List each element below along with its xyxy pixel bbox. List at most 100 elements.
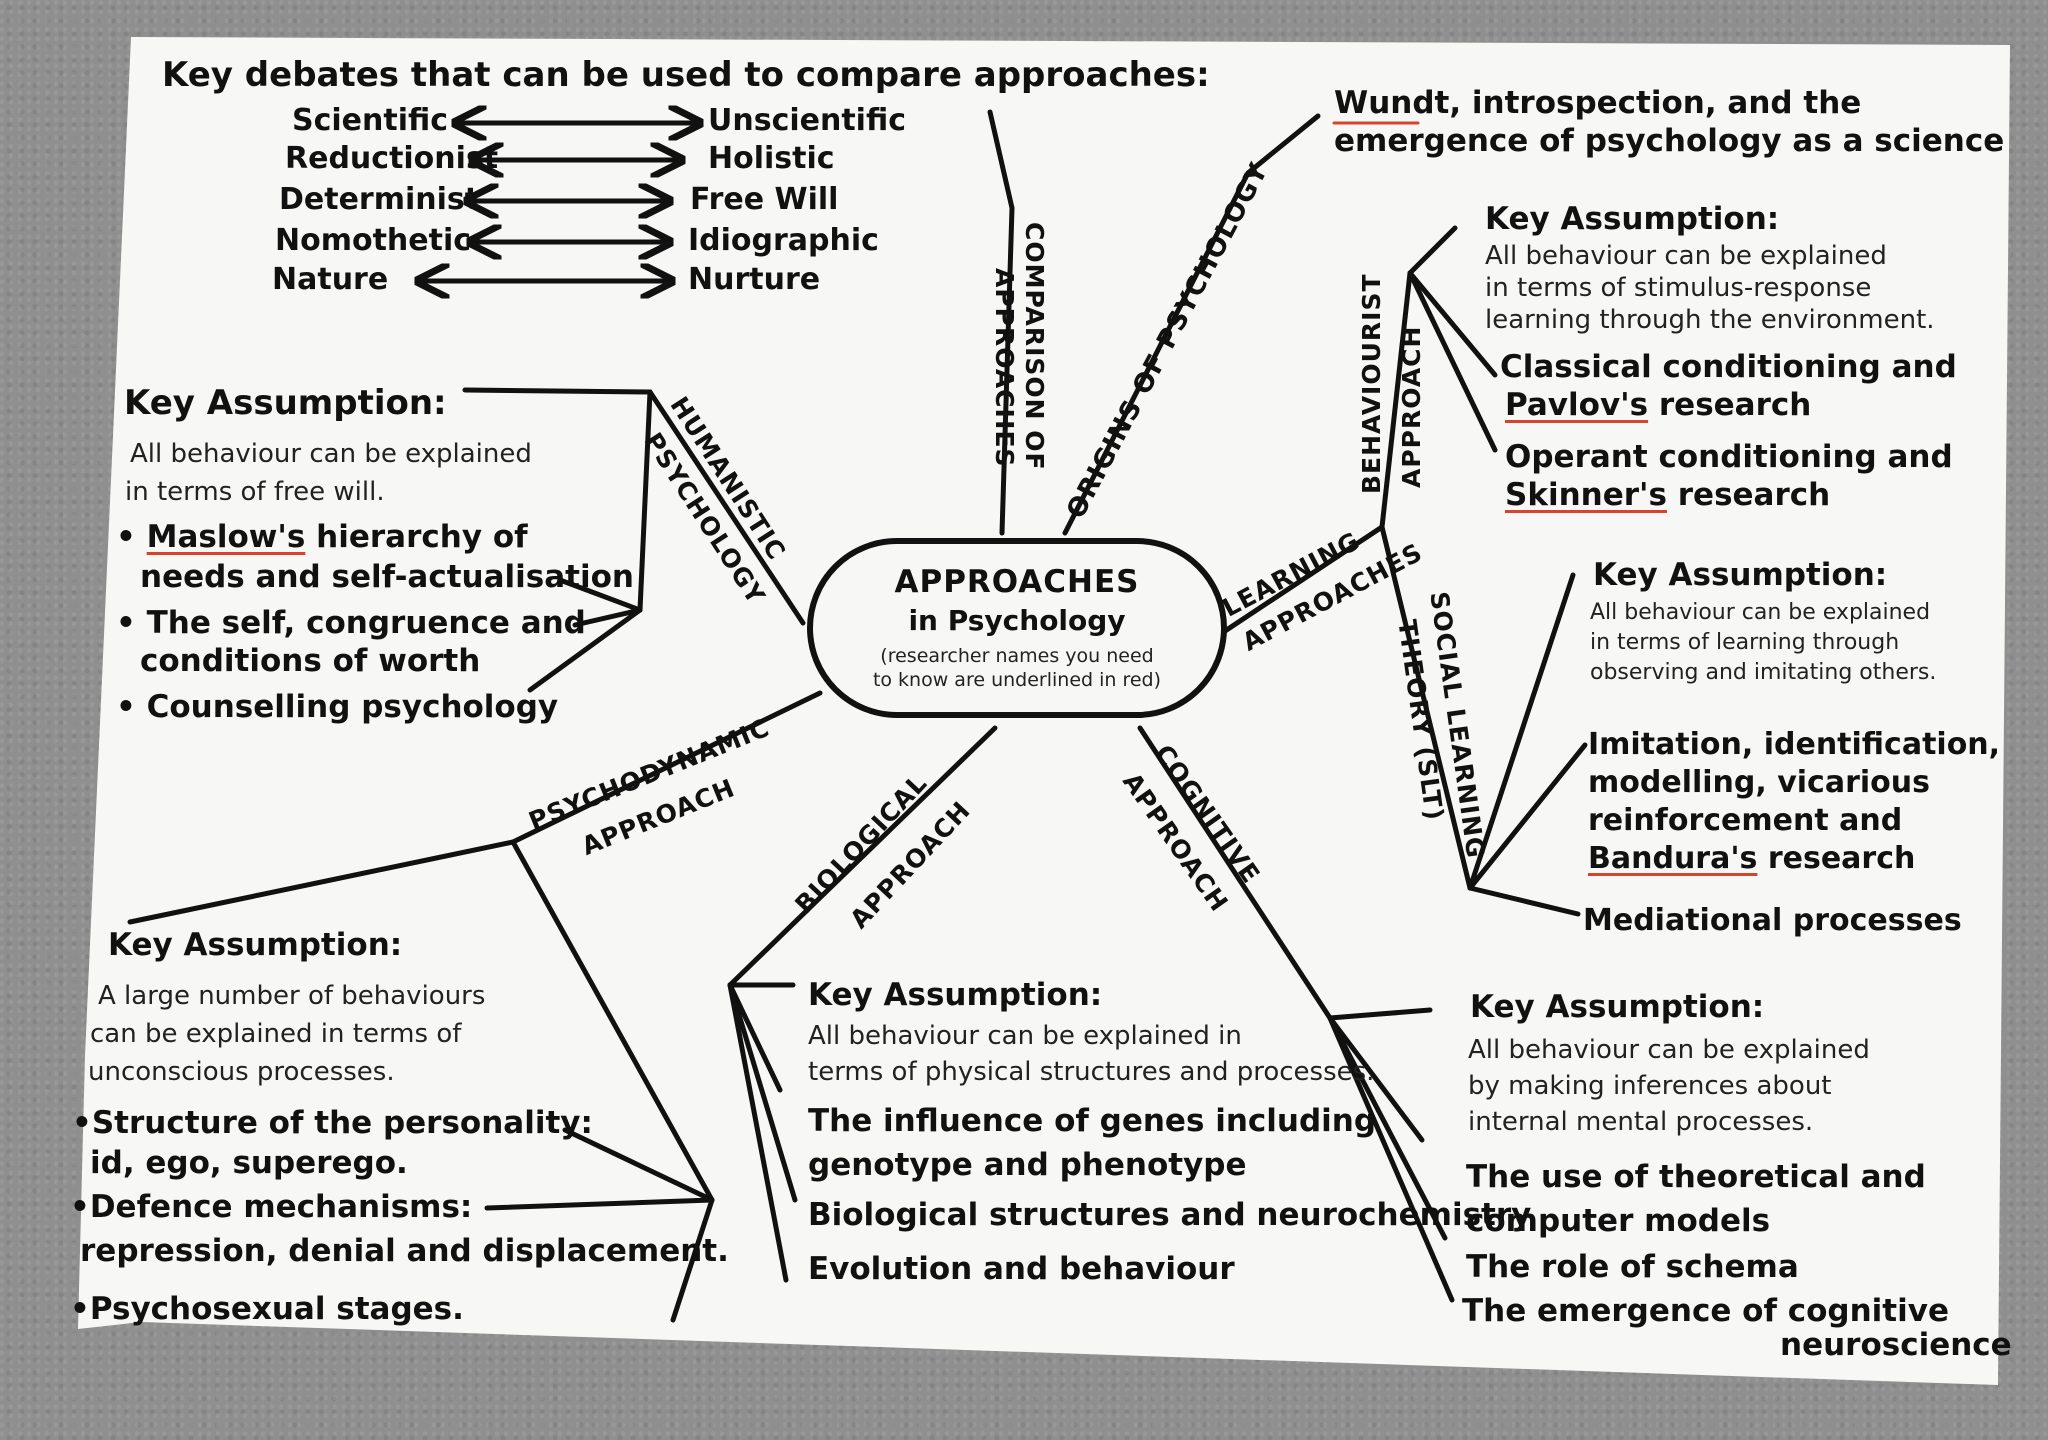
central-topic: APPROACHES in Psychology (researcher nam…	[807, 538, 1227, 718]
debates-heading: Key debates that can be used to compare …	[162, 55, 1210, 95]
pavlov-name: Pavlov's	[1505, 387, 1649, 423]
psychodynamic-item-1b: id, ego, superego.	[90, 1145, 408, 1181]
debate-right-5: Nurture	[688, 262, 821, 297]
behaviourist-key-3: learning through the environment.	[1485, 305, 1935, 335]
slt-key-3: observing and imitating others.	[1590, 660, 1937, 685]
humanistic-item-1b: needs and self-actualisation	[140, 559, 634, 595]
behaviourist-key-1: All behaviour can be explained	[1485, 241, 1887, 271]
slt-item-1c: reinforcement and	[1588, 803, 1903, 838]
psychodynamic-item-3: •Psychosexual stages.	[70, 1291, 464, 1327]
biological-spoke-2	[727, 982, 783, 1093]
skinner-name: Skinner's	[1505, 477, 1667, 513]
pavlov-rest: research	[1648, 387, 1812, 423]
debate-left-3: Determinist	[279, 182, 480, 217]
humanistic-bullet-2: •	[116, 605, 136, 641]
psychodynamic-item-2b: repression, denial and displacement.	[80, 1233, 729, 1269]
psychodynamic-spoke	[510, 839, 715, 1203]
origins-text-1: Wundt, introspection, and the	[1334, 85, 1862, 121]
central-note-a: (researcher names you need	[880, 645, 1154, 667]
behaviourist-item-1: Classical conditioning and	[1500, 349, 1957, 385]
cognitive-key-3: internal mental processes.	[1468, 1107, 1814, 1137]
behaviourist-item-1b: Pavlov's research	[1505, 387, 1812, 424]
debate-left-5: Nature	[272, 262, 389, 297]
cognitive-key-2: by making inferences about	[1468, 1071, 1832, 1101]
comparison-branch	[987, 109, 1015, 536]
cognitive-spoke-3	[1327, 1015, 1455, 1303]
humanistic-spoke-2	[572, 607, 643, 628]
humanistic-spoke	[637, 389, 653, 613]
central-note-b-pre: to know are	[872, 668, 992, 691]
biological-item-2: Biological structures and neurochemistry	[808, 1197, 1532, 1233]
debate-right-3: Free Will	[690, 182, 839, 217]
humanistic-key-heading: Key Assumption:	[124, 383, 447, 423]
cognitive-item-3b: neuroscience	[1780, 1327, 2012, 1363]
behaviourist-spoke-1	[1407, 270, 1498, 378]
comparison-label-2: APPROACHES	[990, 268, 1019, 468]
biological-key-1: All behaviour can be explained in	[808, 1021, 1242, 1051]
cognitive-key-1: All behaviour can be explained	[1468, 1035, 1870, 1065]
biological-item-1b: genotype and phenotype	[808, 1147, 1247, 1183]
psychodynamic-key-1: A large number of behaviours	[98, 981, 486, 1011]
humanistic-key-2: in terms of free will.	[125, 477, 385, 507]
debate-right-2: Holistic	[708, 141, 835, 176]
biological-item-3: Evolution and behaviour	[808, 1251, 1235, 1287]
behaviourist-key-2: in terms of stimulus-response	[1485, 273, 1872, 303]
biological-key-heading: Key Assumption:	[808, 977, 1103, 1013]
slt-spoke-1	[1467, 572, 1576, 891]
debate-right-1: Unscientific	[708, 103, 906, 138]
behaviourist-label-2: APPROACH	[1397, 325, 1426, 488]
central-note: (researcher names you need to know are u…	[813, 645, 1221, 693]
psychodynamic-spoke-2	[484, 1197, 715, 1211]
bandura-rest: research	[1757, 841, 1916, 876]
psychodynamic-spoke-1	[562, 1127, 715, 1203]
behaviourist-label-1: BEHAVIOURIST	[1357, 273, 1386, 494]
psychodynamic-item-2: •Defence mechanisms:	[70, 1189, 473, 1225]
humanistic-item-3: • Counselling psychology	[116, 689, 559, 726]
psychodynamic-key-heading: Key Assumption:	[108, 927, 403, 963]
slt-item-1d: Bandura's research	[1588, 841, 1916, 877]
humanistic-bullet-1: •	[116, 519, 136, 555]
origins-text-2: emergence of psychology as a science	[1334, 123, 2005, 159]
maslow-name: Maslow's	[146, 519, 306, 555]
humanistic-item-2: • The self, congruence and	[116, 605, 586, 642]
debate-left-1: Scientific	[292, 103, 449, 138]
humanistic-item-3-text: Counselling psychology	[146, 689, 559, 725]
bandura-name: Bandura's	[1588, 841, 1758, 876]
psychodynamic-item-1: •Structure of the personality:	[72, 1105, 593, 1141]
behaviourist-item-2b: Skinner's research	[1505, 477, 1831, 514]
skinner-rest: research	[1666, 477, 1831, 513]
maslow-rest: hierarchy of	[305, 519, 528, 555]
humanistic-item-1: • Maslow's hierarchy of	[116, 519, 528, 556]
cognitive-spoke-1	[1327, 1015, 1425, 1143]
slt-item-1b: modelling, vicarious	[1588, 765, 1930, 800]
humanistic-spoke-1	[557, 577, 643, 613]
central-title: APPROACHES	[894, 564, 1140, 600]
behaviourist-key-heading: Key Assumption:	[1485, 201, 1780, 237]
cognitive-item-3: The emergence of cognitive	[1462, 1293, 1949, 1329]
humanistic-item-2b: conditions of worth	[140, 643, 481, 679]
debate-left-2: Reductionist	[285, 141, 499, 176]
humanistic-spoke-3	[527, 607, 643, 693]
central-note-b-red: underlined in red	[991, 668, 1154, 691]
biological-spoke-3	[727, 982, 798, 1203]
humanistic-key-1: All behaviour can be explained	[130, 439, 532, 469]
cognitive-spoke-2	[1327, 1015, 1448, 1241]
debate-right-4: Idiographic	[688, 223, 879, 258]
slt-item-2: Mediational processes	[1583, 903, 1962, 938]
cognitive-item-1b: computer models	[1466, 1203, 1771, 1239]
slt-branch	[1379, 524, 1473, 891]
origins-branch	[1062, 113, 1321, 536]
behaviourist-spoke-2	[1407, 270, 1498, 453]
biological-branch	[727, 725, 998, 988]
humanistic-bullet-3: •	[116, 689, 136, 725]
central-note-b-post: )	[1153, 668, 1162, 691]
biological-item-1: The influence of genes including	[808, 1103, 1377, 1139]
debate-left-4: Nomothetic	[275, 223, 472, 258]
central-subtitle: in Psychology	[908, 604, 1126, 637]
psychodynamic-key-3: unconscious processes.	[88, 1057, 395, 1087]
slt-key-heading: Key Assumption:	[1593, 557, 1888, 593]
slt-item-1a: Imitation, identification,	[1588, 727, 2001, 762]
slt-spoke-3	[1467, 885, 1581, 917]
slt-spoke-2	[1467, 742, 1588, 891]
